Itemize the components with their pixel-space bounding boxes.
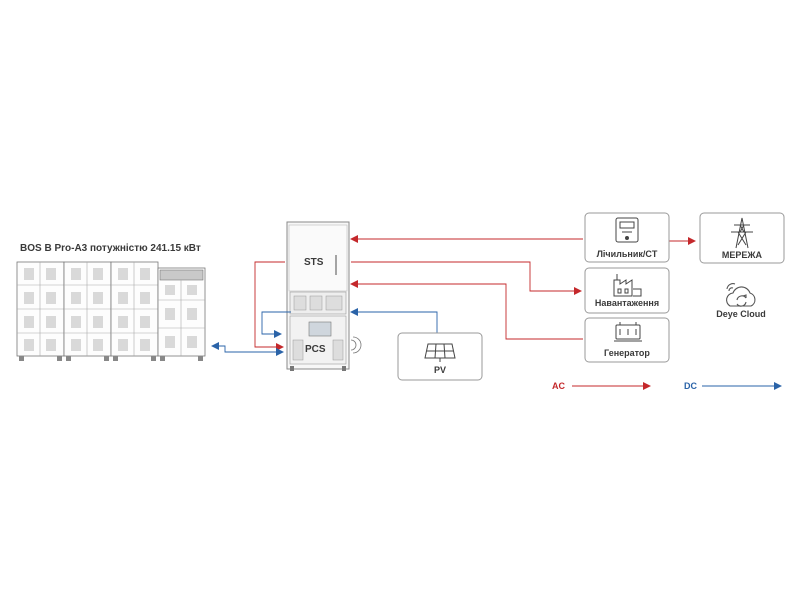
pv-label: PV: [434, 365, 446, 375]
meter-node[interactable]: Лічильник/CT: [584, 212, 670, 263]
solar-panel-icon: [424, 343, 456, 362]
cloud-label: Deye Cloud: [716, 309, 766, 319]
battery-racks: [16, 261, 206, 361]
cloud-node[interactable]: Deye Cloud: [716, 283, 766, 319]
load-node[interactable]: Навантаження: [584, 267, 670, 314]
power-tower-icon: [731, 217, 753, 249]
meter-label: Лічильник/CT: [597, 249, 658, 259]
cloud-sync-icon: [726, 283, 756, 307]
factory-icon: [613, 274, 642, 297]
grid-node[interactable]: МЕРЕЖА: [699, 212, 785, 264]
legend-dc-label: DC: [684, 381, 697, 391]
generator-icon: [614, 322, 642, 342]
pcs-label: PCS: [305, 344, 326, 355]
grid-label: МЕРЕЖА: [722, 250, 763, 260]
legend: AC DC: [552, 381, 782, 391]
generator-node[interactable]: Генератор: [584, 317, 670, 363]
wifi-icon: [350, 336, 362, 354]
battery-control-rack: [157, 267, 206, 361]
pv-node[interactable]: PV: [397, 332, 483, 381]
legend-ac-label: AC: [552, 381, 565, 391]
battery-title: BOS B Pro-A3 потужністю 241.15 кВт: [20, 243, 201, 254]
sts-label: STS: [304, 257, 324, 268]
electric-meter-icon: [615, 217, 639, 243]
battery-rack: [16, 261, 65, 361]
generator-label: Генератор: [604, 348, 650, 358]
load-label: Навантаження: [595, 298, 659, 308]
battery-rack: [63, 261, 112, 361]
dc-connections: [211, 308, 438, 356]
battery-rack: [110, 261, 159, 361]
hybrid-cabinet: STS PCS: [286, 221, 362, 371]
